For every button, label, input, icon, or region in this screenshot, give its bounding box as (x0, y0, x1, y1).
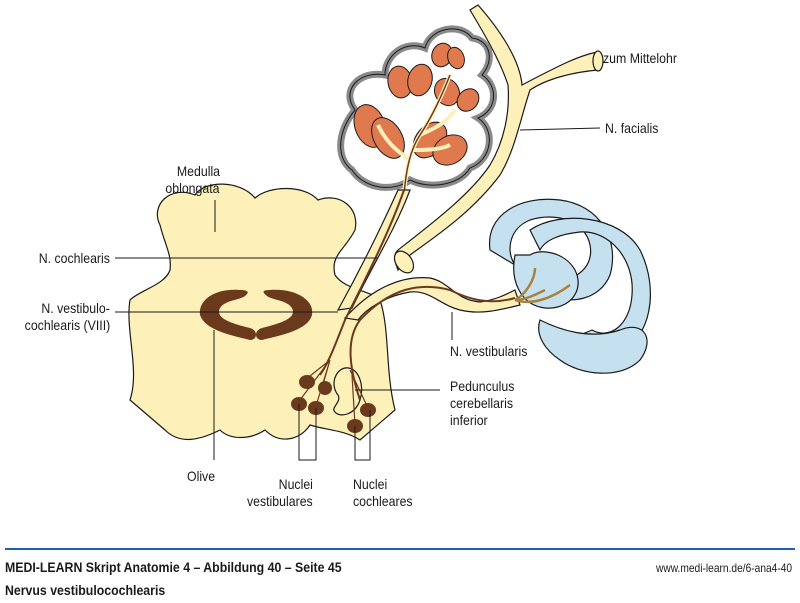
label-zum-mittelohr: zum Mittelohr (603, 50, 677, 66)
footer-url[interactable]: www.medi-learn.de/6-ana4-40 (655, 561, 792, 575)
label-n-cochlearis: N. cochlearis (38, 250, 110, 266)
cochlea (337, 25, 497, 196)
footer-divider (5, 548, 795, 550)
label-nuclei-coch-line1: Nuclei (353, 476, 388, 492)
vestibular-labyrinth (489, 198, 651, 374)
label-nuclei-coch-line2: cochleares (353, 493, 413, 509)
vestibulocochlear-nerve (299, 189, 521, 426)
label-nuclei-vest-line2: vestibulares (247, 493, 313, 509)
footer-subtitle: Nervus vestibulocochlearis (5, 582, 166, 598)
label-pedunculus-line2: cerebellaris (450, 395, 514, 411)
label-olive: Olive (187, 468, 216, 484)
label-nuclei-vest-line1: Nuclei (278, 476, 313, 492)
label-pedunculus-line3: inferior (450, 412, 488, 428)
label-medulla-line2: oblongata (165, 180, 220, 196)
footer-title: MEDI-LEARN Skript Anatomie 4 – Abbildung… (5, 559, 342, 575)
label-n-vestibularis: N. vestibularis (450, 343, 528, 359)
label-n-vestibulo-line2: cochlearis (VIII) (24, 317, 110, 333)
label-n-facialis: N. facialis (605, 120, 659, 136)
label-pedunculus-line1: Pedunculus (450, 378, 515, 394)
facial-nerve (393, 4, 604, 274)
label-n-vestibulo-line1: N. vestibulo- (41, 300, 110, 316)
label-medulla-line1: Medulla (176, 163, 220, 179)
nervus-vestibulocochlearis-illustration (115, 4, 651, 461)
leader-lines (115, 127, 601, 461)
